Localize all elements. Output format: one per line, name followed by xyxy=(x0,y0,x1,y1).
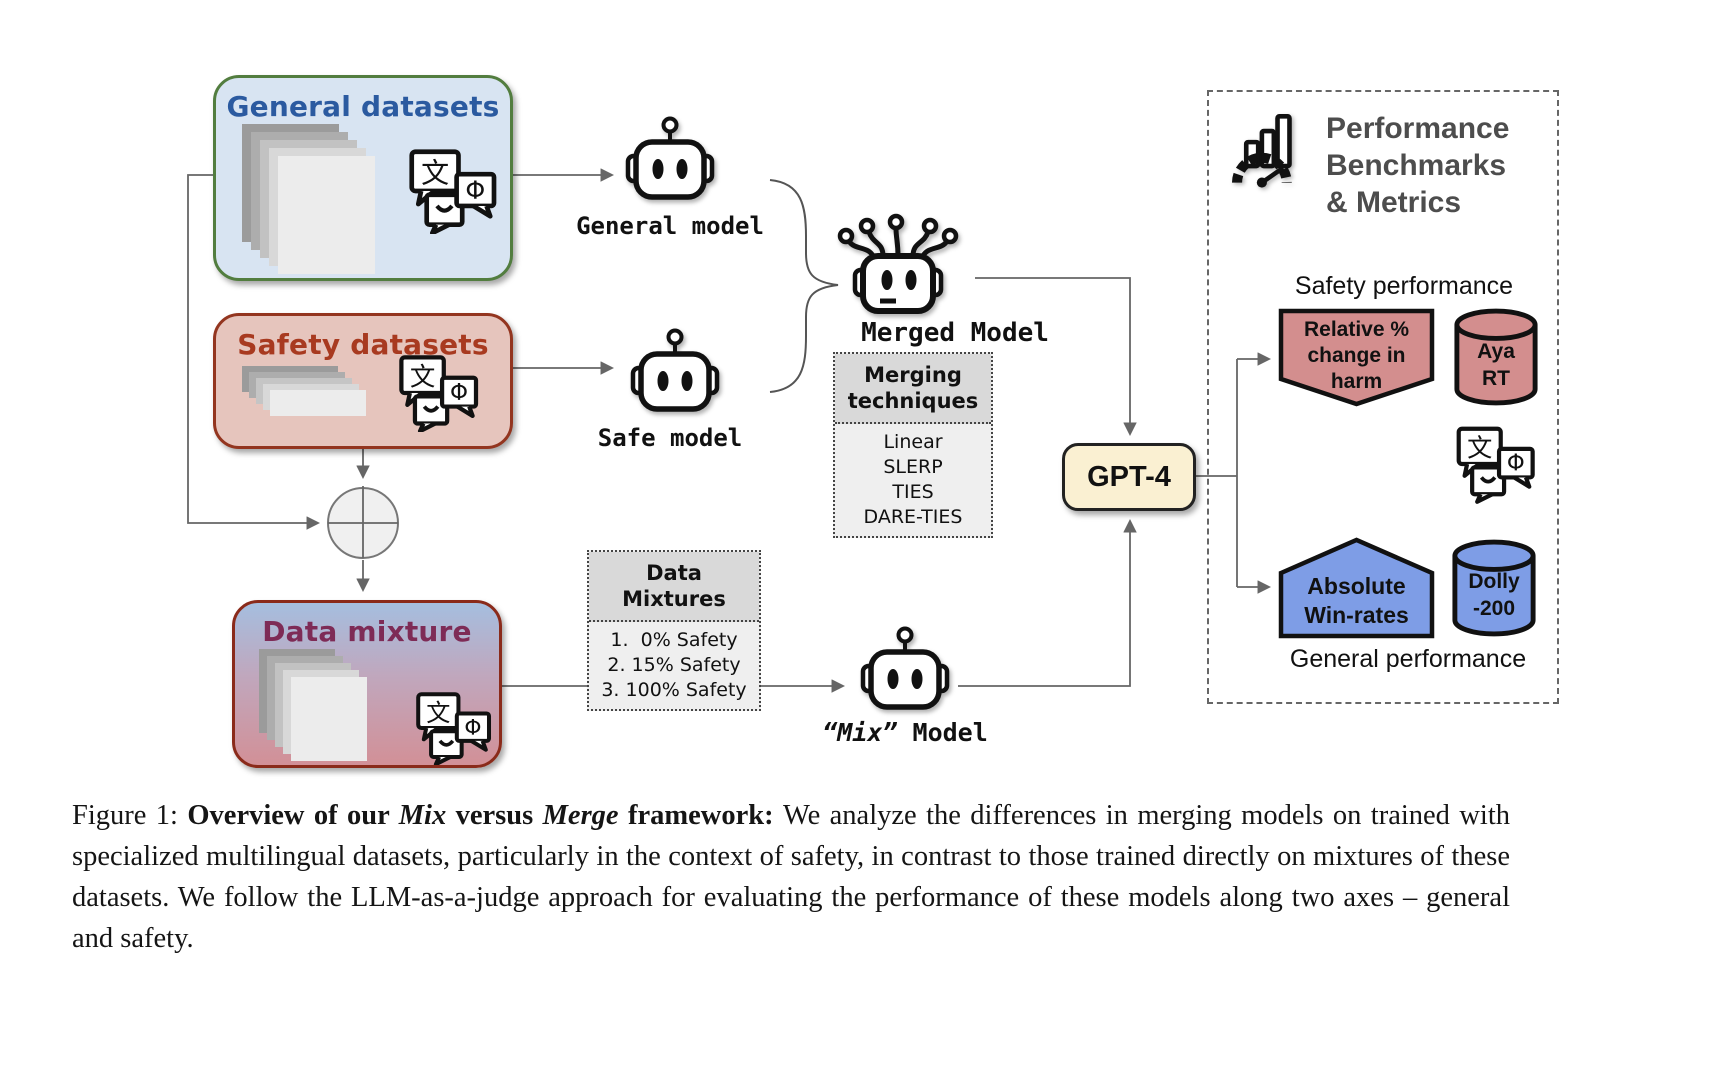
benchmark-label-line: -200 xyxy=(1472,597,1516,620)
general-performance-label: General performance xyxy=(1289,645,1527,673)
merging-technique-item: DARE-TIES xyxy=(863,506,963,528)
badge-text-line: change in xyxy=(1307,344,1406,367)
safety-datasets-title: Safety datasets xyxy=(237,328,489,361)
data-mixtures-title: Data Mixtures xyxy=(589,552,759,622)
absolute-winrates-badge xyxy=(1278,537,1435,639)
badge-text-line: harm xyxy=(1330,370,1383,393)
document-stack-icon xyxy=(259,649,379,765)
aya-rt-label: Aya RT xyxy=(1452,338,1540,392)
merging-technique-item: SLERP xyxy=(883,456,943,478)
benchmark-gauge-icon xyxy=(1226,106,1318,204)
data-mixtures-box: Data Mixtures 1. 0% Safety 2. 15% Safety… xyxy=(587,550,761,711)
relative-harm-badge xyxy=(1278,308,1435,407)
data-mixture-item: 2. 15% Safety xyxy=(607,654,741,676)
caption-italic-merge: Merge xyxy=(542,799,619,831)
merge-brace xyxy=(769,179,839,393)
merging-technique-item: TIES xyxy=(892,481,934,503)
badge-text-line: Relative % xyxy=(1303,318,1410,341)
badge-text-line: Win-rates xyxy=(1304,602,1409,628)
merged-model-robot-icon xyxy=(828,198,968,322)
absolute-winrates-badge-text: Absolute Win-rates xyxy=(1278,572,1435,630)
document-stack-icon xyxy=(242,366,382,426)
safety-datasets-box: Safety datasets xyxy=(213,313,513,449)
document-stack-icon xyxy=(242,124,392,274)
data-mixture-title: Data mixture xyxy=(262,615,472,648)
performance-panel xyxy=(1207,90,1559,704)
panel-title-line: Performance xyxy=(1326,112,1510,145)
multilingual-chat-icon xyxy=(1452,424,1536,504)
merging-technique-item: Linear xyxy=(883,431,943,453)
caption-bold-intro: Overview of our xyxy=(187,799,399,831)
caption-bold-versus: versus xyxy=(446,799,543,831)
general-model-label: General model xyxy=(576,212,764,240)
benchmark-label-line: Aya xyxy=(1477,340,1515,363)
general-model-robot-icon xyxy=(620,116,720,204)
mix-model-label-rest: Model xyxy=(897,718,988,747)
mix-model-robot-icon xyxy=(855,626,955,714)
data-mixture-item: 1. 0% Safety xyxy=(610,629,738,651)
data-mixtures-list: 1. 0% Safety 2. 15% Safety 3. 100% Safet… xyxy=(589,622,759,709)
general-datasets-box: General datasets xyxy=(213,75,513,281)
panel-title-line: Benchmarks xyxy=(1326,149,1507,182)
relative-harm-badge-text: Relative % change in harm xyxy=(1278,317,1435,395)
performance-panel-title: Performance Benchmarks & Metrics xyxy=(1326,110,1541,221)
safety-performance-label: Safety performance xyxy=(1294,272,1514,300)
mix-model-label: “Mix” Model xyxy=(775,718,1035,747)
multilingual-chat-icon xyxy=(411,691,493,765)
safe-model-label: Safe model xyxy=(597,424,743,452)
data-mixture-item: 3. 100% Safety xyxy=(601,679,747,701)
badge-text-line: Absolute xyxy=(1307,573,1406,599)
caption-bold-framework: framework: xyxy=(618,799,783,831)
merged-model-label: Merged Model xyxy=(861,318,1049,348)
merging-techniques-list: Linear SLERP TIES DARE-TIES xyxy=(835,424,991,536)
panel-title-line: & Metrics xyxy=(1326,186,1462,219)
caption-italic-mix: Mix xyxy=(398,799,447,831)
caption-body: We analyze the differences in merging mo… xyxy=(72,799,1511,954)
dolly-200-label: Dolly -200 xyxy=(1450,568,1538,622)
merging-techniques-box: Merging techniques Linear SLERP TIES DAR… xyxy=(833,352,993,538)
mix-model-label-quoted: “Mix” xyxy=(822,718,898,747)
gpt4-judge-node: GPT-4 xyxy=(1062,443,1196,511)
multilingual-chat-icon xyxy=(404,148,498,234)
general-datasets-title: General datasets xyxy=(226,90,500,123)
figure-caption: Figure 1: Overview of our Mix versus Mer… xyxy=(72,795,1510,959)
safe-model-robot-icon xyxy=(625,328,725,416)
merging-techniques-title: Merging techniques xyxy=(835,354,991,424)
multilingual-chat-icon xyxy=(394,354,480,432)
benchmark-label-line: RT xyxy=(1482,367,1510,390)
data-mixture-box: Data mixture xyxy=(232,600,502,768)
benchmark-label-line: Dolly xyxy=(1468,570,1520,593)
figure-number-label: Figure 1: xyxy=(72,799,188,831)
